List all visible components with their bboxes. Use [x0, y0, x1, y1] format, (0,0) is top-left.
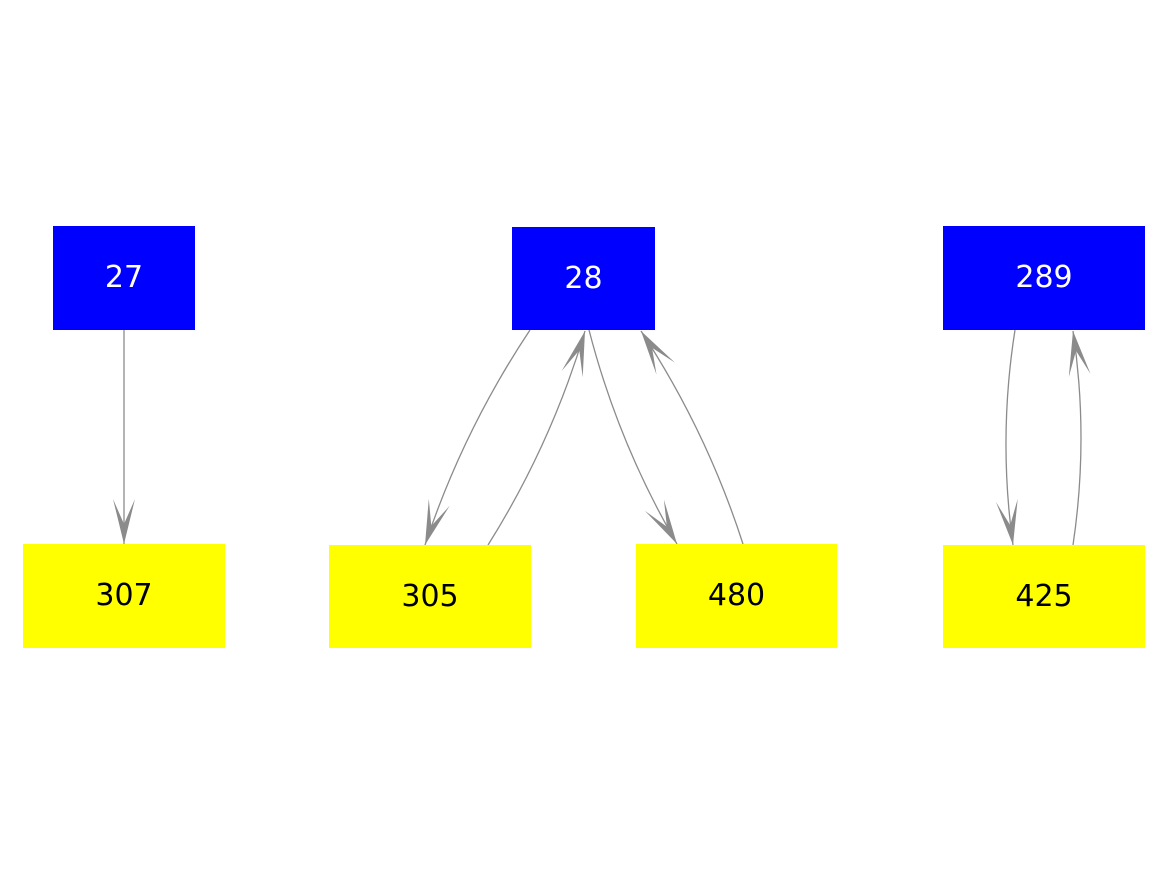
arrowhead-27-307: [113, 499, 135, 544]
arrowhead-305-28: [561, 331, 585, 378]
edge-425-289: [1072, 330, 1082, 546]
node-label: 289: [1015, 260, 1073, 295]
arrowhead-28-480: [644, 499, 677, 544]
node-28: 28: [512, 227, 655, 330]
edge-28-305: [424, 329, 531, 546]
node-label: 28: [564, 260, 603, 296]
arrowhead-425-289: [1068, 331, 1091, 378]
arrowhead-28-305: [425, 498, 450, 545]
node-label: 480: [707, 578, 766, 613]
node-289: 289: [943, 226, 1145, 330]
edge-289-425: [1005, 329, 1016, 546]
edge-28-480: [588, 329, 678, 545]
node-label: 425: [1015, 578, 1073, 614]
node-27: 27: [53, 226, 195, 330]
edge-480-28: [640, 330, 744, 545]
node-label: 27: [104, 260, 144, 295]
node-305: 305: [329, 545, 531, 648]
node-425: 425: [943, 545, 1145, 648]
node-307: 307: [23, 544, 225, 648]
edge-305-28: [487, 330, 586, 546]
node-480: 480: [636, 544, 837, 648]
node-label: 307: [95, 578, 153, 613]
arrowhead-480-28: [641, 331, 675, 375]
node-label: 305: [401, 578, 459, 614]
arrowhead-289-425: [995, 498, 1018, 545]
